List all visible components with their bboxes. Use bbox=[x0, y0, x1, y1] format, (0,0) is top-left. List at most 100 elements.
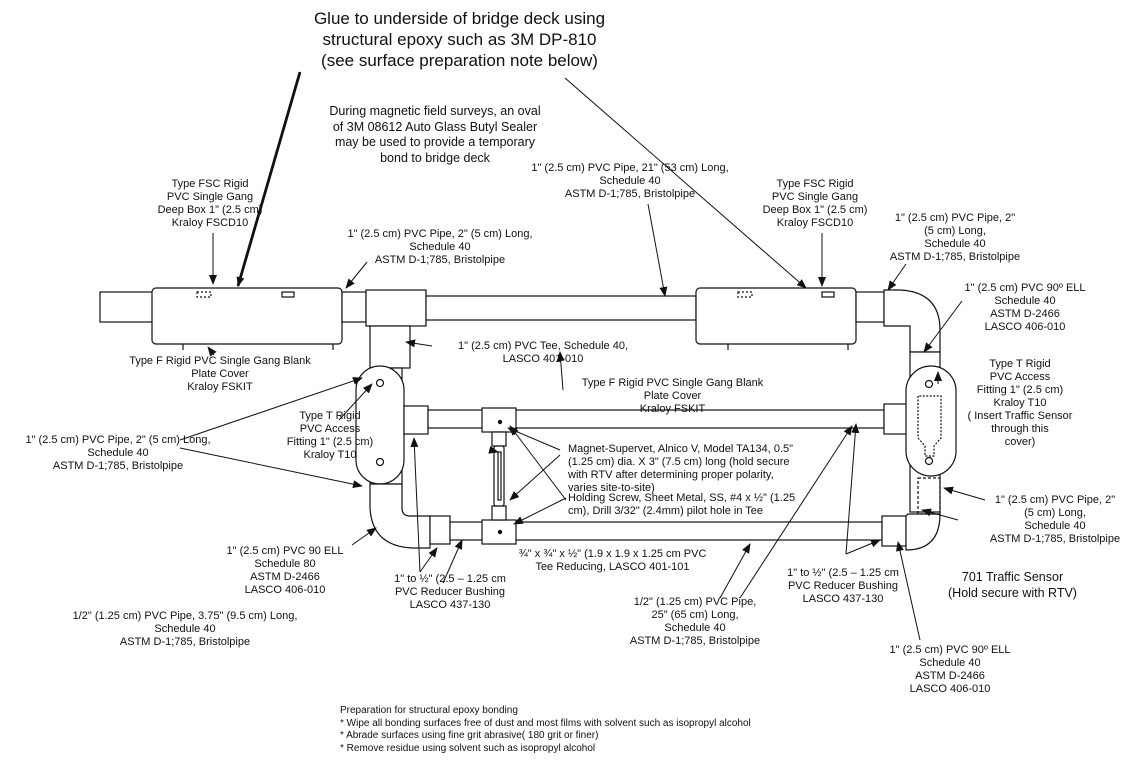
tee-reducing-top bbox=[481, 407, 517, 433]
callout-pipe-21-line-3: ASTM D-1;785, Bristolpipe bbox=[564, 188, 696, 200]
callout-ell-rt-line-3: ASTM D-2466 bbox=[990, 308, 1060, 320]
callout-glue-line-1: Glue to underside of bridge deck using bbox=[313, 9, 606, 28]
callout-access-right-line-5: ( Insert Traffic Sensor bbox=[967, 410, 1073, 422]
ell-right-bottom bbox=[905, 513, 941, 551]
callout-pipe-2-rb-line-1: 1" (2.5 cm) PVC Pipe, 2" bbox=[994, 494, 1116, 506]
callout-box-right-line-1: Type FSC Rigid bbox=[776, 178, 854, 190]
callout-bushing-right-line-3: LASCO 437-130 bbox=[802, 593, 884, 605]
callout-plate-cover-right: Type F Rigid PVC Single Gang Blank Plate… bbox=[565, 377, 780, 416]
callout-pipe-21-line-2: Schedule 40 bbox=[599, 175, 661, 187]
deep-box-right-knockout-2 bbox=[821, 291, 835, 298]
callout-ell-left-line-3: ASTM D-2466 bbox=[250, 571, 320, 583]
tee-body bbox=[365, 289, 427, 327]
callout-pipe-half-25-line-1: 1/2" (1.25 cm) PVC Pipe, bbox=[633, 596, 757, 608]
conduit-left bbox=[99, 291, 159, 323]
callout-deep-box-left: Type FSC Rigid PVC Single Gang Deep Box … bbox=[150, 178, 270, 230]
callout-plate-left-line-3: Kraloy FSKIT bbox=[187, 381, 253, 393]
bushing-right-bottom bbox=[881, 515, 907, 547]
callout-pipe-2in-top: 1" (2.5 cm) PVC Pipe, 2" (5 cm) Long, Sc… bbox=[330, 228, 550, 267]
callout-plate-cover-left: Type F Rigid PVC Single Gang Blank Plate… bbox=[110, 355, 330, 394]
callout-pipe-half-left: 1/2" (1.25 cm) PVC Pipe, 3.75" (9.5 cm) … bbox=[50, 610, 320, 649]
callout-ell-right-bottom: 1" (2.5 cm) PVC 90º ELL Schedule 40 ASTM… bbox=[880, 644, 1020, 696]
callout-pipe-2-rt-line-3: Schedule 40 bbox=[924, 238, 986, 250]
notes-item-1: * Wipe all bonding surfaces free of dust… bbox=[340, 717, 751, 729]
callout-box-right-line-3: Deep Box 1" (2.5 cm) bbox=[762, 204, 868, 216]
callout-deep-box-right: Type FSC Rigid PVC Single Gang Deep Box … bbox=[755, 178, 875, 230]
tee-reducing-bottom-branch bbox=[491, 505, 507, 521]
callout-butyl-line-1: During magnetic field surveys, an oval bbox=[329, 104, 541, 118]
callout-ell-rb-line-2: Schedule 40 bbox=[919, 657, 981, 669]
callout-ell-left: 1" (2.5 cm) PVC 90 ELL Schedule 80 ASTM … bbox=[215, 545, 355, 597]
callout-access-right-line-3: Fitting 1" (2.5 cm) bbox=[976, 384, 1064, 396]
callout-holding-screw: Holding Screw, Sheet Metal, SS, #4 x ½" … bbox=[568, 492, 795, 518]
callout-ell-left-line-2: Schedule 80 bbox=[254, 558, 316, 570]
callout-pipe-half-25in: 1/2" (1.25 cm) PVC Pipe, 25" (65 cm) Lon… bbox=[615, 596, 775, 648]
callout-butyl-line-4: bond to bridge deck bbox=[380, 150, 490, 165]
bushing-left-top bbox=[403, 405, 429, 435]
callout-bushing-right-line-2: PVC Reducer Bushing bbox=[787, 580, 899, 592]
callout-magnet-line-3: with RTV after determining proper polari… bbox=[568, 469, 774, 481]
callout-pipe-half-25-line-2: 25" (65 cm) Long, bbox=[651, 609, 739, 621]
deep-box-left-knockout bbox=[196, 291, 212, 298]
callout-access-right-line-7: cover) bbox=[1004, 436, 1036, 448]
tee-reducing-bottom bbox=[481, 519, 517, 545]
callout-access-fitting-right: Type T Rigid PVC Access Fitting 1" (2.5 … bbox=[955, 358, 1085, 449]
traffic-sensor-body bbox=[917, 477, 941, 515]
callout-pipe-2-rt-line-2: (5 cm) Long, bbox=[924, 225, 986, 237]
deep-box-left bbox=[151, 287, 343, 345]
deep-box-right bbox=[695, 287, 857, 345]
pipe-2in-top bbox=[341, 291, 367, 323]
callout-tee: 1" (2.5 cm) PVC Tee, Schedule 40, LASCO … bbox=[438, 340, 648, 366]
bushing-right-top bbox=[883, 403, 909, 435]
callout-bushing-left-line-1: 1" to ½" (2.5 – 1.25 cm bbox=[394, 573, 506, 585]
callout-ell-rb-line-4: LASCO 406-010 bbox=[909, 683, 991, 695]
callout-ell-left-line-4: LASCO 406-010 bbox=[244, 584, 326, 596]
tee-reducing-top-branch bbox=[491, 431, 507, 447]
callout-bushing-right: 1" to ½" (2.5 – 1.25 cm PVC Reducer Bush… bbox=[778, 567, 908, 606]
callout-plate-right-line-1: Type F Rigid PVC Single Gang Blank bbox=[581, 377, 764, 389]
callout-tee-reducing: ¾" x ¾" x ½" (1.9 x 1.9 x 1.25 cm PVC Te… bbox=[505, 548, 720, 574]
callout-pipe-2-top-line-2: Schedule 40 bbox=[409, 241, 471, 253]
callout-pipe-2in-left: 1" (2.5 cm) PVC Pipe, 2" (5 cm) Long, Sc… bbox=[8, 434, 228, 473]
callout-box-right-line-4: Kraloy FSCD10 bbox=[776, 217, 854, 229]
callout-ell-rt-line-2: Schedule 40 bbox=[994, 295, 1056, 307]
callout-plate-right-line-2: Plate Cover bbox=[643, 390, 702, 402]
access-fitting-right bbox=[905, 365, 957, 477]
callout-access-left-line-3: Fitting 1" (2.5 cm) bbox=[286, 436, 374, 448]
callout-pipe-2-rb-line-3: Schedule 40 bbox=[1024, 520, 1086, 532]
callout-bushing-left-line-3: LASCO 437-130 bbox=[409, 599, 491, 611]
callout-ell-rt-line-4: LASCO 406-010 bbox=[984, 321, 1066, 333]
callout-bushing-right-line-1: 1" to ½" (2.5 – 1.25 cm bbox=[787, 567, 899, 579]
callout-tee-line-1: 1" (2.5 cm) PVC Tee, Schedule 40, bbox=[457, 340, 628, 352]
callout-ell-left-line-1: 1" (2.5 cm) PVC 90 ELL bbox=[226, 545, 344, 557]
callout-access-right-line-6: through this bbox=[991, 423, 1049, 435]
callout-pipe-21in: 1" (2.5 cm) PVC Pipe, 21" (53 cm) Long, … bbox=[515, 162, 745, 201]
bushing-left-bottom bbox=[429, 515, 451, 545]
callout-plate-left-line-2: Plate Cover bbox=[191, 368, 249, 380]
callout-pipe-2-rt-line-4: ASTM D-1;785, Bristolpipe bbox=[889, 251, 1021, 263]
callout-sensor-line-2: (Hold secure with RTV) bbox=[948, 585, 1077, 600]
callout-box-right-line-2: PVC Single Gang bbox=[771, 191, 859, 203]
callout-tee-reducing-line-1: ¾" x ¾" x ½" (1.9 x 1.9 x 1.25 cm PVC bbox=[518, 548, 707, 560]
pipe-2in-right-top bbox=[855, 291, 885, 323]
callout-traffic-sensor: 701 Traffic Sensor (Hold secure with RTV… bbox=[940, 570, 1085, 601]
callout-bushing-left: 1" to ½" (2.5 – 1.25 cm PVC Reducer Bush… bbox=[385, 573, 515, 612]
ell-right-top bbox=[883, 289, 941, 353]
callout-pipe-half-left-line-3: ASTM D-1;785, Bristolpipe bbox=[119, 636, 251, 648]
callout-access-left-line-2: PVC Access bbox=[299, 423, 361, 435]
callout-sensor-line-1: 701 Traffic Sensor bbox=[961, 570, 1064, 584]
callout-pipe-2-left-line-2: Schedule 40 bbox=[87, 447, 149, 459]
callout-box-left-line-1: Type FSC Rigid bbox=[171, 178, 249, 190]
callout-butyl-sealer: During magnetic field surveys, an oval o… bbox=[300, 104, 570, 166]
callout-pipe-half-25-line-4: ASTM D-1;785, Bristolpipe bbox=[629, 635, 761, 647]
callout-box-left-line-2: PVC Single Gang bbox=[166, 191, 254, 203]
callout-pipe-2-left-line-3: ASTM D-1;785, Bristolpipe bbox=[52, 460, 184, 472]
callout-pipe-half-left-line-2: Schedule 40 bbox=[154, 623, 216, 635]
traffic-sensor bbox=[917, 395, 942, 457]
callout-ell-rt-line-1: 1" (2.5 cm) PVC 90º ELL bbox=[964, 282, 1086, 294]
callout-glue-line-2: structural epoxy such as 3M DP-810 bbox=[322, 30, 597, 49]
callout-pipe-2-top-line-1: 1" (2.5 cm) PVC Pipe, 2" (5 cm) Long, bbox=[347, 228, 533, 240]
callout-pipe-2-top-line-3: ASTM D-1;785, Bristolpipe bbox=[374, 254, 506, 266]
callout-access-fitting-left: Type T Rigid PVC Access Fitting 1" (2.5 … bbox=[270, 410, 390, 462]
